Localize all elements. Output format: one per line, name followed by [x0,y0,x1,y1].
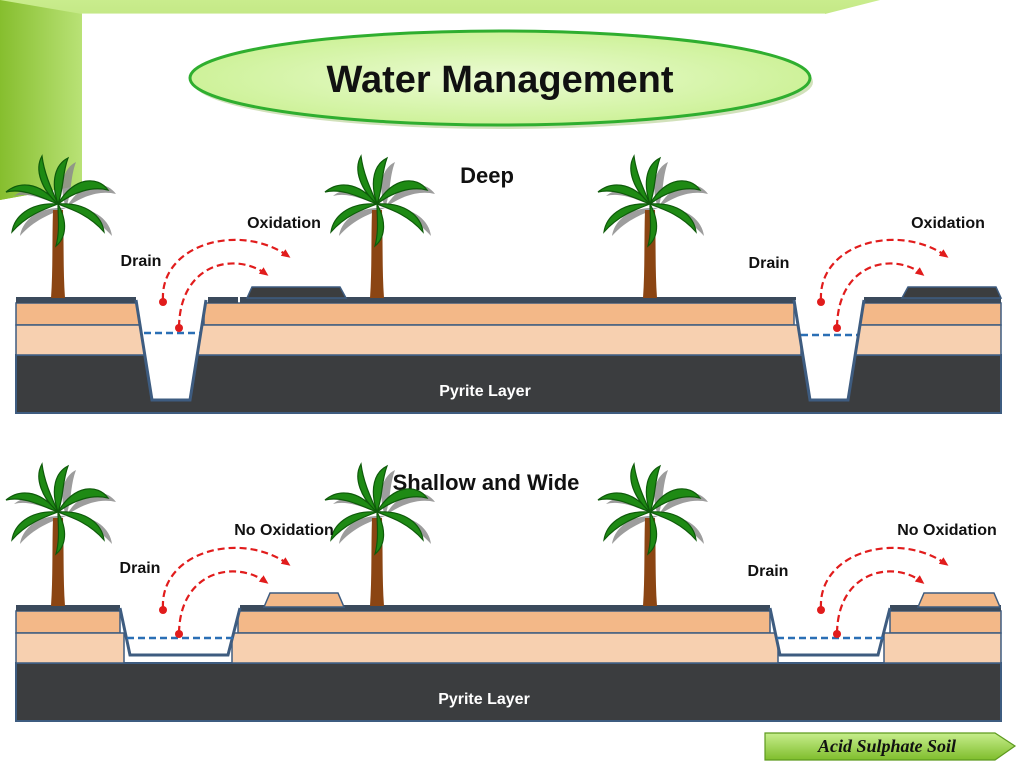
shallow-drain-right [768,607,892,657]
soil-right [883,610,1002,664]
oxidation-arrows-right [819,238,949,328]
side-accent-bar [0,0,82,200]
no-oxidation-label-right: No Oxidation [897,522,997,539]
page-title: Water Management [327,59,674,101]
oxidation-arrows-left [161,238,291,328]
pyrite-label: Pyrite Layer [439,383,531,400]
pyrite-label: Pyrite Layer [438,691,530,708]
soil-middle [231,610,779,664]
ground-surface [16,605,1001,611]
soil-left [15,302,147,356]
title-banner: Water Management [188,29,813,129]
soil-left [15,610,125,664]
spoil-mound-right [916,592,1002,608]
spoil-mound-left [245,286,348,299]
spoil-mound-right [900,286,1003,299]
no-oxidation-label-left: No Oxidation [234,522,334,539]
deep-drain-left [134,299,208,402]
drain-label-right: Drain [748,563,789,580]
palm-tree-icon [324,155,436,299]
palm-tree-icon [597,155,709,299]
footer-label: Acid Sulphate Soil [817,736,956,756]
palm-tree-icon [597,463,709,607]
spoil-mound-left [262,592,346,608]
oxidation-label-right: Oxidation [911,215,985,232]
footer-tag: Acid Sulphate Soil [764,732,1017,761]
soil-right [853,302,1002,356]
soil-middle [197,302,802,356]
oxidation-label-left: Oxidation [247,215,321,232]
palm-tree-icon [5,463,117,607]
title-ellipse [188,29,812,127]
deep-drain-right [792,299,866,402]
section-deep: Deep [5,155,1003,414]
section-shallow-wide: Shallow and Wide [5,463,1002,722]
no-oxidation-arrows-left [161,546,291,634]
section-heading-shallow: Shallow and Wide [393,470,580,495]
drain-label-left: Drain [121,253,162,270]
drain-label-right: Drain [749,255,790,272]
drain-label-left: Drain [120,560,161,577]
no-oxidation-arrows-right [819,546,949,634]
ground-surface [16,297,1001,303]
pyrite-layer [15,662,1002,722]
slide-decoration [0,0,880,200]
section-heading-deep: Deep [460,163,514,188]
